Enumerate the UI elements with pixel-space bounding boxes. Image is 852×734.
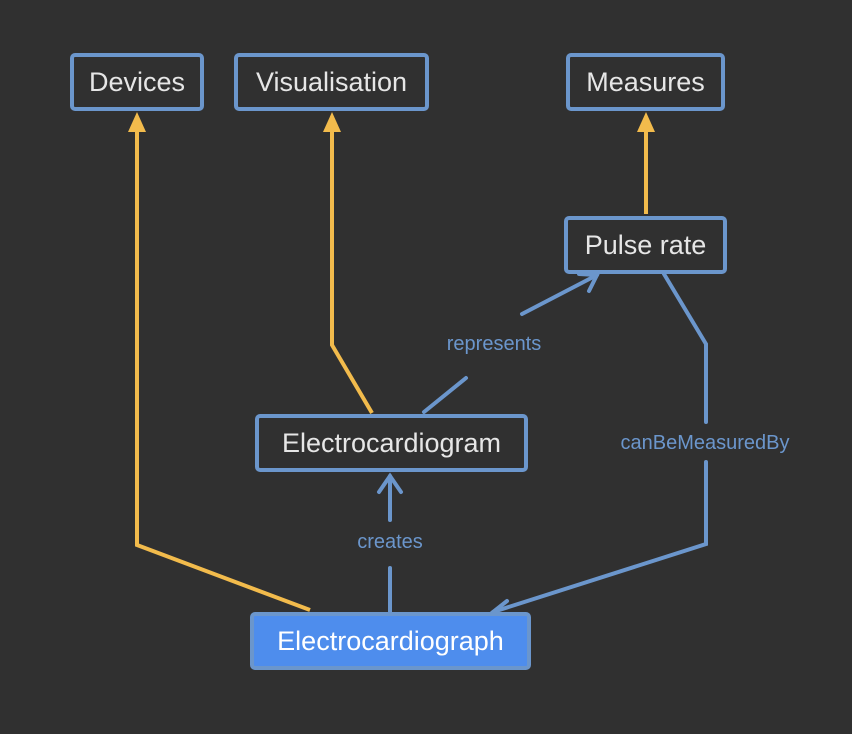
node-visualisation[interactable]: Visualisation <box>234 53 429 111</box>
edge-represents-upper <box>520 273 599 316</box>
arrowhead-visualisation <box>323 112 341 132</box>
arrowhead-measures <box>637 112 655 132</box>
node-devices[interactable]: Devices <box>70 53 204 111</box>
arrowhead-electrocardiogram <box>377 472 403 494</box>
node-pulse-rate[interactable]: Pulse rate <box>564 216 727 274</box>
arrowhead-devices <box>128 112 146 132</box>
edge-label-represents: represents <box>447 333 542 355</box>
edge-label-can-be-measured-by: canBeMeasuredBy <box>621 432 790 454</box>
arrowhead-pulse-rate <box>577 272 601 293</box>
node-electrocardiograph[interactable]: Electrocardiograph <box>250 612 531 670</box>
edge-electrocardiograph-to-devices <box>135 124 311 612</box>
edge-label-creates: creates <box>357 531 423 553</box>
node-measures[interactable]: Measures <box>566 53 725 111</box>
edge-represents-lower <box>422 376 468 414</box>
edge-can-be-measured-by-upper <box>662 272 708 424</box>
edge-can-be-measured-by-lower <box>491 460 708 614</box>
edge-electrocardiogram-to-visualisation <box>330 124 374 415</box>
node-electrocardiogram[interactable]: Electrocardiogram <box>255 414 528 472</box>
